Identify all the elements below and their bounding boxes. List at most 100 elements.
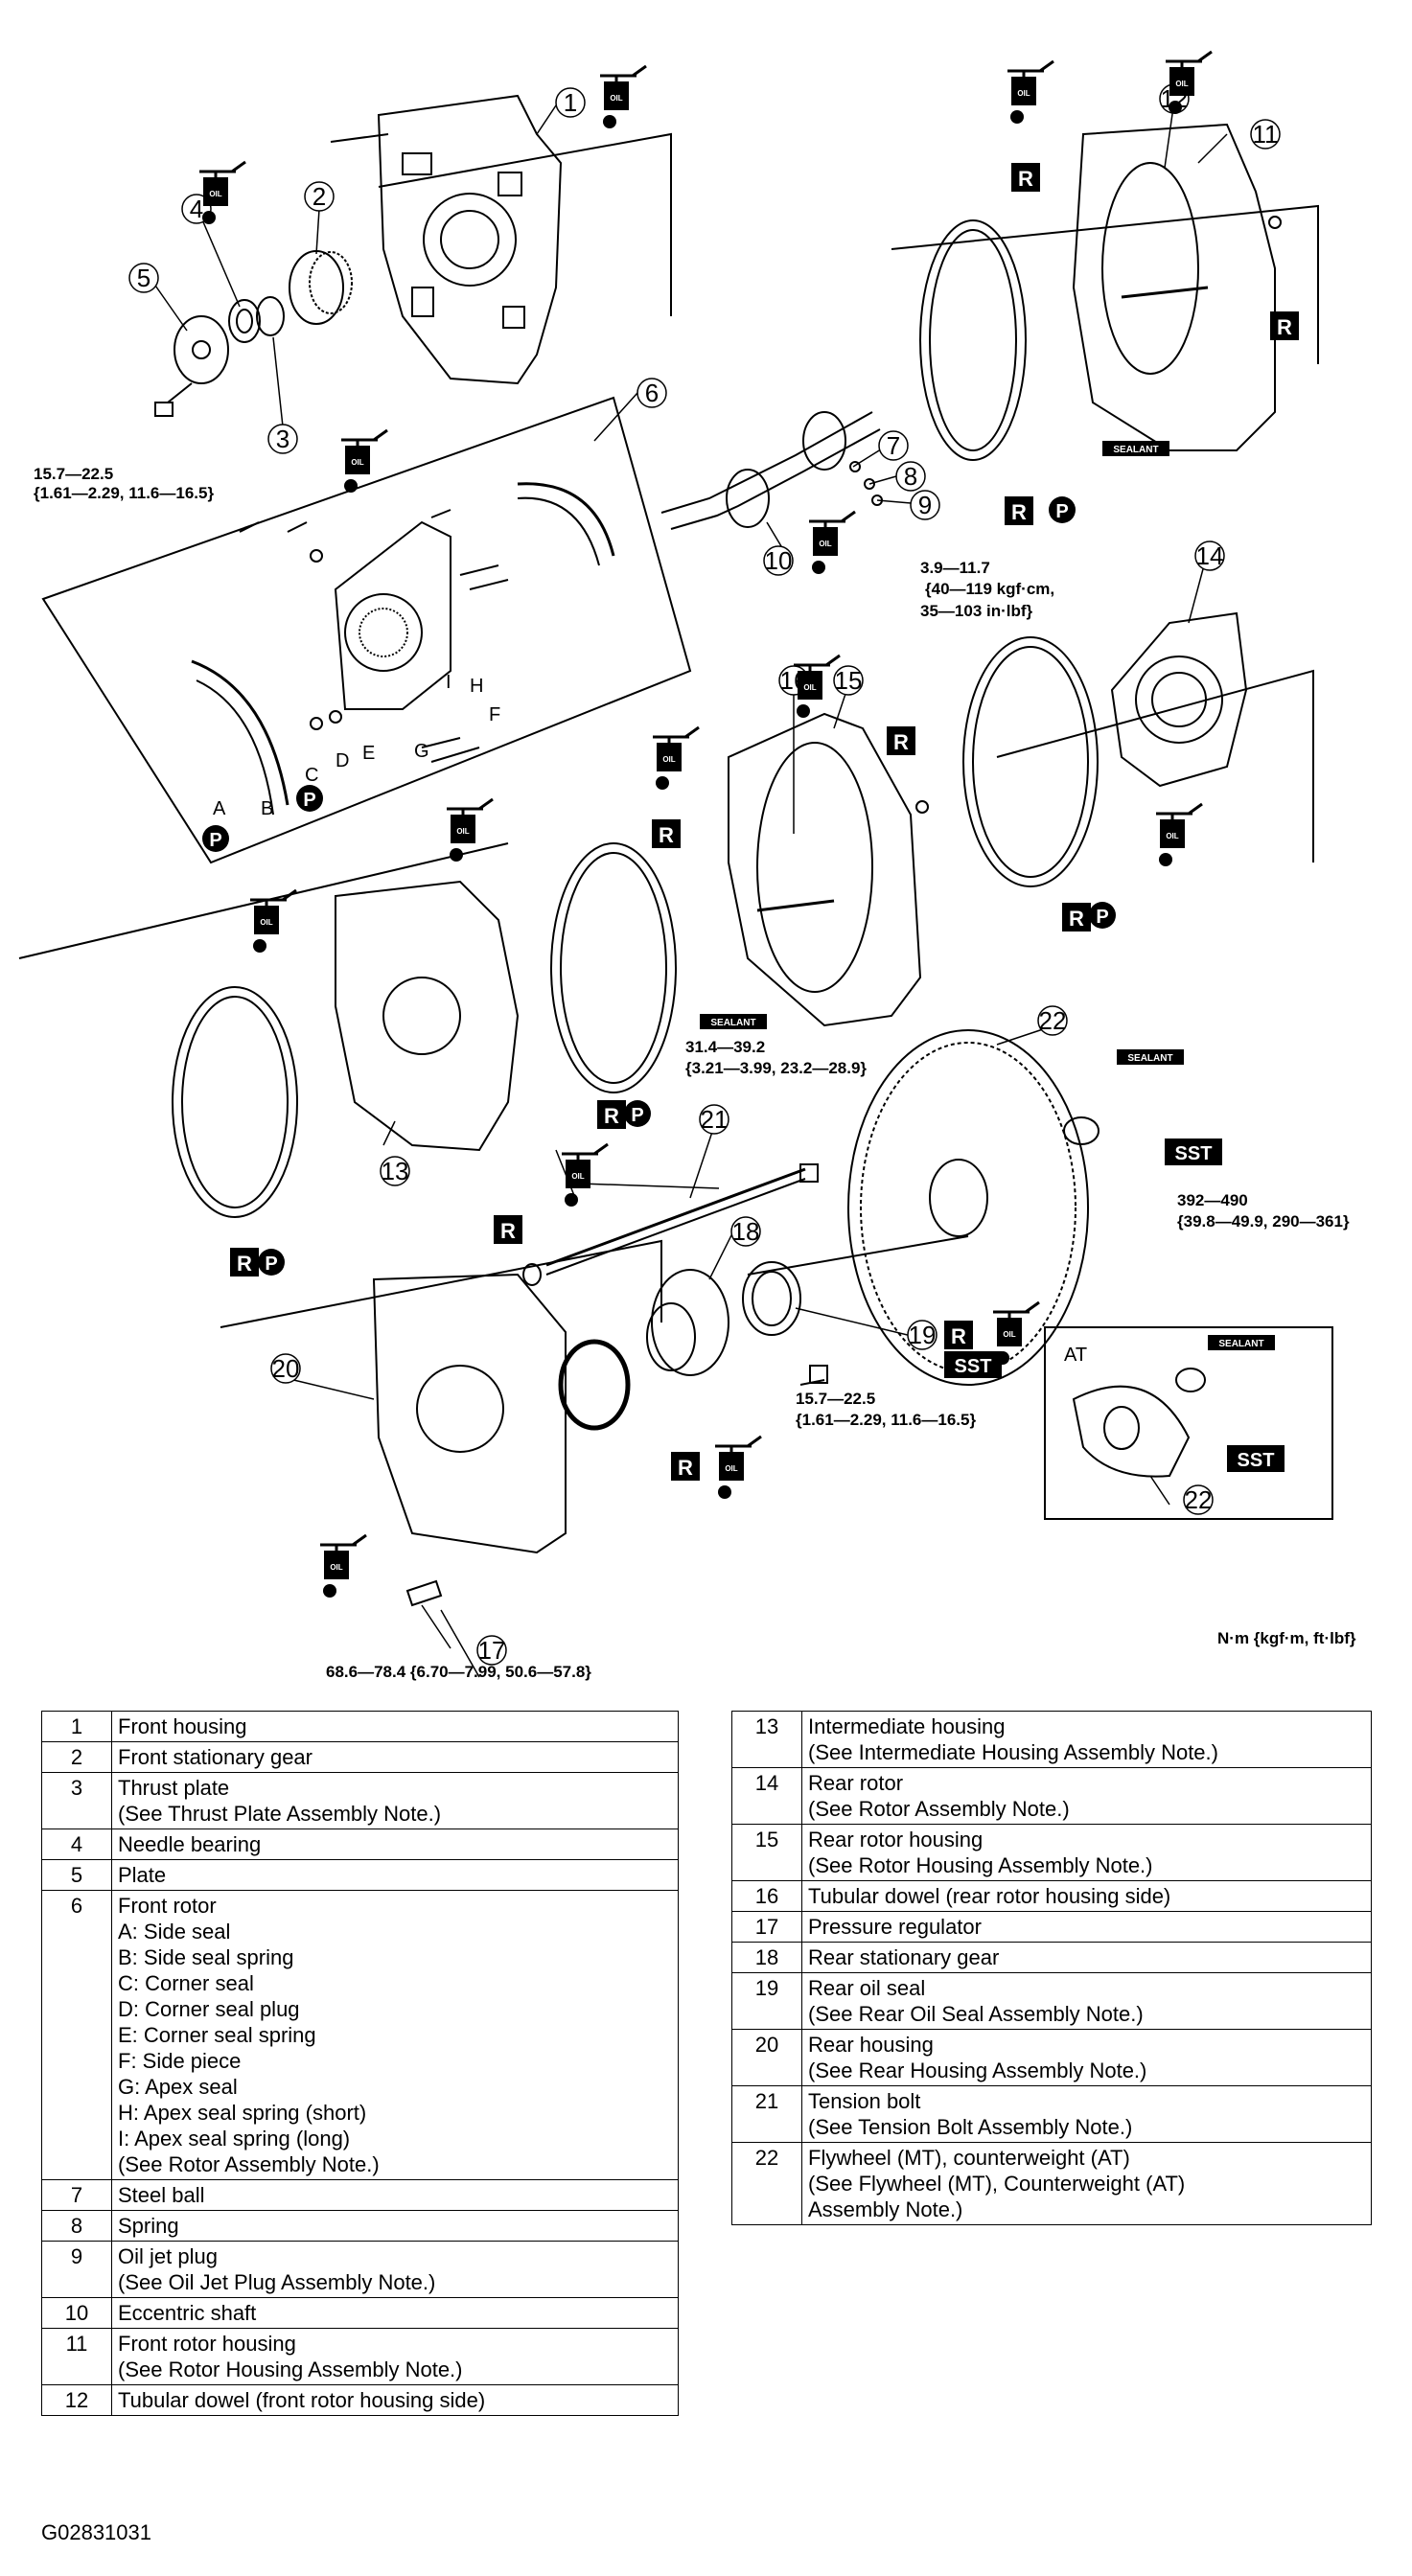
part-number: 4 — [41, 1828, 112, 1860]
svg-text:R: R — [1011, 500, 1027, 524]
rear-rotor-part — [1110, 611, 1248, 788]
svg-text:OIL: OIL — [1003, 1330, 1015, 1339]
svg-text:P: P — [209, 830, 221, 851]
svg-text:{1.61—2.29, 11.6—16.5}: {1.61—2.29, 11.6—16.5} — [796, 1411, 976, 1429]
oil-icon: OIL — [248, 888, 298, 954]
part-number: 3 — [41, 1772, 112, 1829]
part-description: Front stationary gear — [111, 1741, 679, 1773]
svg-text:OIL: OIL — [1175, 80, 1188, 88]
part-description: Tubular dowel (rear rotor housing side) — [801, 1880, 1372, 1912]
svg-text:17: 17 — [478, 1636, 506, 1665]
r-badge-icon: R — [1005, 496, 1033, 525]
svg-text:P: P — [1055, 501, 1068, 522]
front-housing-part — [330, 94, 563, 385]
svg-text:31.4—39.2: 31.4—39.2 — [685, 1038, 765, 1056]
svg-text:I: I — [446, 672, 451, 693]
callout-19: 19 — [907, 1320, 937, 1350]
sst-badge-icon: SST — [944, 1351, 1002, 1378]
r-badge-icon: R — [887, 726, 915, 755]
oil-icon: OIL — [1164, 50, 1214, 116]
sst-badges: SST SST SST — [944, 1138, 1285, 1472]
svg-text:R: R — [1018, 167, 1033, 191]
svg-text:OIL: OIL — [456, 827, 469, 836]
sealant-tube-icon: SEALANT — [1208, 1335, 1275, 1350]
rotor-letters: A B C D E F G H I — [213, 672, 500, 819]
svg-text:OIL: OIL — [260, 918, 272, 927]
p-badge-icon: P — [258, 1249, 285, 1276]
callout-1: 1 — [555, 87, 586, 118]
callout-10: 10 — [763, 545, 794, 576]
svg-text:R: R — [500, 1219, 516, 1243]
part-description: Needle bearing — [111, 1828, 679, 1860]
oil-icon: OIL — [1154, 802, 1204, 868]
panel-frames — [18, 132, 1333, 1520]
r-badge-icon: R — [1062, 903, 1091, 932]
part-description: Tubular dowel (front rotor housing side) — [111, 2384, 679, 2416]
r-badge-icon: R — [652, 819, 681, 848]
part-description: Eccentric shaft — [111, 2297, 679, 2329]
r-badge-icon: R — [671, 1452, 700, 1481]
front-rotor-part — [191, 482, 615, 816]
p-badge-icon: P — [202, 825, 229, 852]
at-label: AT — [1064, 1345, 1087, 1366]
rear-rotor-housing-part — [728, 636, 1099, 1027]
svg-text:{1.61—2.29, 11.6—16.5}: {1.61—2.29, 11.6—16.5} — [34, 484, 214, 502]
svg-text:15.7—22.5: 15.7—22.5 — [34, 465, 113, 483]
svg-text:R: R — [237, 1252, 252, 1276]
part-number: 15 — [731, 1824, 802, 1881]
units-note: N·m {kgf·m, ft·lbf} — [1217, 1629, 1356, 1647]
thrust-plate-bearing-parts — [154, 296, 285, 417]
part-number: 1 — [41, 1711, 112, 1742]
callout-21: 21 — [699, 1104, 729, 1135]
part-number: 6 — [41, 1890, 112, 2180]
part-number: 22 — [731, 2142, 802, 2225]
svg-text:OIL: OIL — [571, 1172, 584, 1181]
callout-8: 8 — [895, 461, 926, 492]
svg-text:OIL: OIL — [662, 755, 675, 764]
oil-icon: OIL — [339, 428, 389, 494]
svg-text:A: A — [213, 798, 226, 819]
oil-icon-group: OIL OIL OIL OIL OIL OIL OIL OIL OIL OIL … — [197, 50, 1214, 1599]
part-description: Oil jet plug (See Oil Jet Plug Assembly … — [111, 2241, 679, 2298]
svg-text:P: P — [265, 1254, 277, 1275]
svg-text:B: B — [261, 798, 273, 819]
svg-text:{3.21—3.99, 23.2—28.9}: {3.21—3.99, 23.2—28.9} — [685, 1059, 867, 1077]
part-number: 18 — [731, 1942, 802, 1973]
svg-text:OIL: OIL — [330, 1563, 342, 1572]
oil-icon: OIL — [807, 510, 857, 576]
callout-15: 15 — [833, 665, 864, 696]
part-description: Rear rotor housing (See Rotor Housing As… — [801, 1824, 1372, 1881]
part-number: 17 — [731, 1911, 802, 1943]
svg-text:D: D — [336, 750, 349, 771]
part-number: 2 — [41, 1741, 112, 1773]
svg-text:{39.8—49.9, 290—361}: {39.8—49.9, 290—361} — [1177, 1212, 1350, 1230]
callout-6: 6 — [637, 378, 667, 408]
part-number: 8 — [41, 2210, 112, 2242]
svg-text:R: R — [659, 823, 674, 847]
svg-text:{40—119 kgf·cm,: {40—119 kgf·cm, — [925, 580, 1054, 598]
sealant-badges: SEALANT SEALANT SEALANT SEALANT — [700, 441, 1275, 1350]
svg-text:OIL: OIL — [1166, 832, 1178, 840]
svg-text:5: 5 — [137, 264, 150, 292]
p-badge-icon: P — [624, 1100, 651, 1127]
callout-11: 11 — [1250, 119, 1281, 150]
rear-housing-part — [372, 1273, 567, 1607]
oil-icon: OIL — [197, 160, 247, 226]
part-description: Rear oil seal (See Rear Oil Seal Assembl… — [801, 1972, 1372, 2030]
part-description: Rear rotor (See Rotor Assembly Note.) — [801, 1767, 1372, 1825]
part-number: 16 — [731, 1880, 802, 1912]
svg-text:21: 21 — [701, 1105, 729, 1134]
part-number: 19 — [731, 1972, 802, 2030]
